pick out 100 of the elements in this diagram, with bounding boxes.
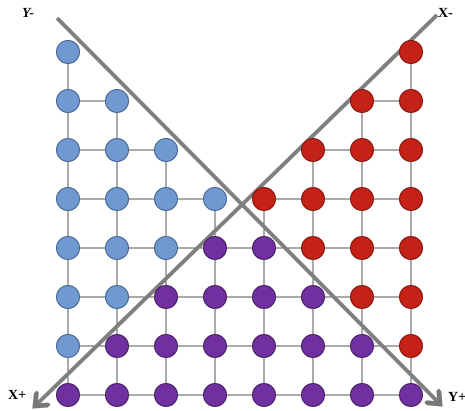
circle [105,285,129,309]
circle [350,138,374,162]
circle [154,383,178,407]
circle [56,383,80,407]
grid-line [214,260,216,286]
circle [350,236,374,260]
grid-line [128,198,154,200]
axis-label: X- [438,6,453,22]
grid-line [128,394,154,396]
circle [350,187,374,211]
grid-line [128,296,154,298]
circle [301,334,325,358]
grid-line [312,162,314,188]
circle [105,89,129,113]
grid-line [80,100,106,102]
grid-line [312,308,314,334]
circle [203,334,227,358]
circle [56,138,80,162]
circle [154,187,178,211]
circle [105,236,129,260]
grid-line [80,198,106,200]
circle [350,334,374,358]
grid-line [214,210,216,236]
grid-line [312,210,314,236]
grid-line [324,296,350,298]
grid-line [226,296,252,298]
circle [350,89,374,113]
circle [301,138,325,162]
circle [56,187,80,211]
grid-line [410,64,412,90]
grid-line [276,394,302,396]
circle [399,383,423,407]
circle [154,285,178,309]
circle [203,285,227,309]
grid-line [214,358,216,384]
grid-line [374,296,400,298]
circle [154,334,178,358]
grid-line [410,162,412,188]
grid-line [178,198,204,200]
grid-line [178,394,204,396]
grid-line [116,260,118,286]
grid-line [80,296,106,298]
circle [105,187,129,211]
grid-line [312,260,314,286]
circle [252,334,276,358]
axis-label: Y- [22,6,34,22]
circle [350,285,374,309]
grid-line [276,296,302,298]
circle [399,89,423,113]
circle [203,236,227,260]
circle [301,236,325,260]
circle [399,40,423,64]
grid-line [374,198,400,200]
grid-line [410,308,412,334]
circle [56,334,80,358]
grid-line [80,394,106,396]
grid-line [410,112,412,138]
axis-label: X+ [8,388,26,404]
circle [56,89,80,113]
grid-line [226,394,252,396]
circle [301,285,325,309]
axis-label: Y+ [448,390,465,406]
grid-line [116,358,118,384]
circle [399,236,423,260]
circle [203,383,227,407]
circle [105,383,129,407]
circle [154,138,178,162]
grid-line [374,394,400,396]
circle [105,334,129,358]
grid-line [214,308,216,334]
circle [56,285,80,309]
grid-line [276,198,302,200]
circle [399,138,423,162]
circle [301,383,325,407]
circle [252,383,276,407]
circle [56,40,80,64]
grid-line [324,394,350,396]
circle [105,138,129,162]
grid-line [178,296,204,298]
circle [301,187,325,211]
grid-line [116,308,118,334]
circle [203,187,227,211]
circle [56,236,80,260]
grid-line [312,358,314,384]
grid-line [116,162,118,188]
circle [252,187,276,211]
circle [399,187,423,211]
grid-line [116,210,118,236]
grid-line [410,260,412,286]
circle [399,334,423,358]
circle [350,383,374,407]
circle [252,285,276,309]
grid-line [374,100,400,102]
circle [399,285,423,309]
circle [252,236,276,260]
grid-line [324,198,350,200]
grid-line [116,112,118,138]
grid-line [410,210,412,236]
grid-line [410,358,412,384]
circle [154,236,178,260]
